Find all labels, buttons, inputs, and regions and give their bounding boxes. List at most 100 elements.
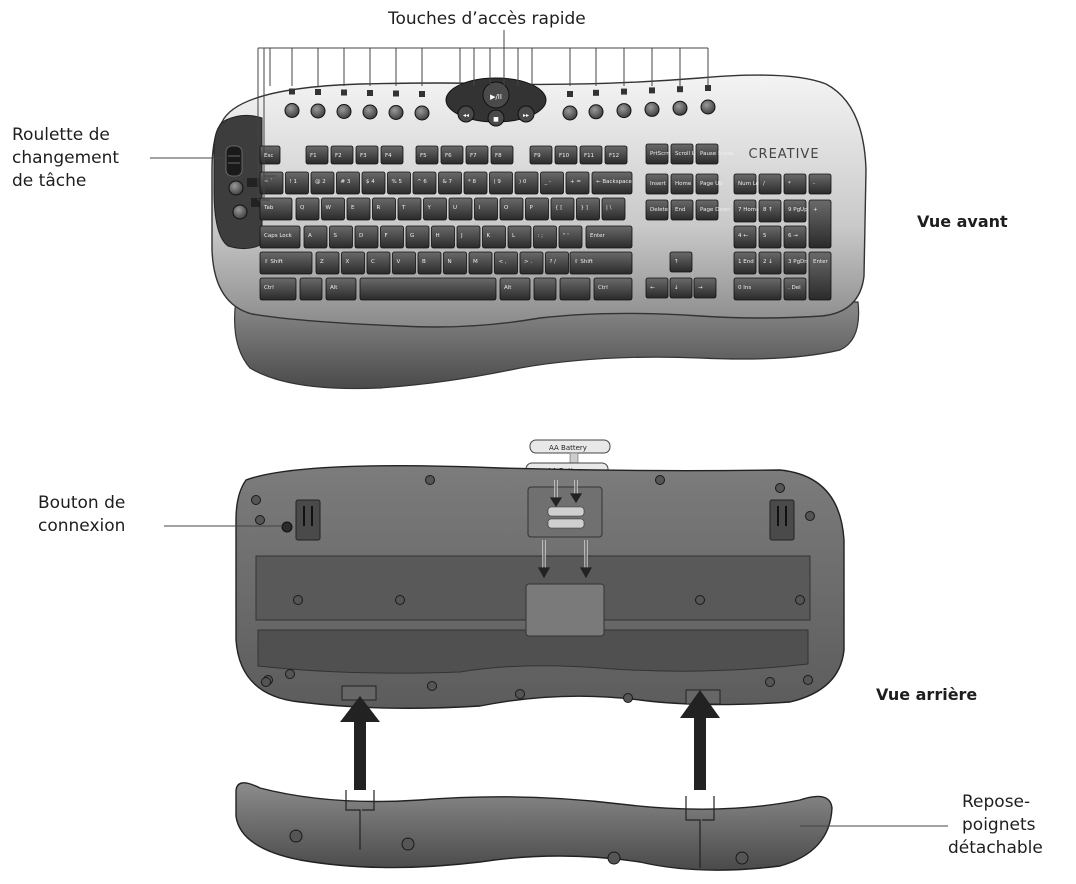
key-f7[interactable]: F7: [465, 145, 489, 165]
key-f4[interactable]: F4: [380, 145, 404, 165]
key-caps-lock[interactable]: Caps Lock: [259, 225, 301, 249]
key-numpad[interactable]: Num Lock: [733, 173, 766, 195]
key-shift-right[interactable]: ⇧ Shift: [569, 251, 633, 275]
key-letter[interactable]: ? /: [545, 251, 569, 275]
key-letter[interactable]: < ,: [494, 251, 518, 275]
key-numpad-enter[interactable]: Enter: [808, 251, 832, 301]
key-ctrl-right[interactable]: Ctrl: [593, 277, 633, 301]
key-ctrl-left[interactable]: Ctrl: [259, 277, 297, 301]
hotkey-button[interactable]: [562, 105, 578, 121]
key-f6[interactable]: F6: [440, 145, 464, 165]
key-numpad[interactable]: 2 ↓: [758, 251, 782, 275]
key-letter[interactable]: K: [482, 225, 506, 249]
key-number[interactable]: % 5: [387, 171, 411, 195]
key-nav[interactable]: Page Up: [695, 173, 723, 195]
key-number[interactable]: $ 4: [361, 171, 386, 195]
hotkey-button[interactable]: [310, 103, 326, 119]
key-numpad[interactable]: 8 ↑: [758, 199, 782, 223]
task-button-1[interactable]: [228, 180, 244, 196]
key-enter[interactable]: Enter: [585, 225, 633, 249]
task-switch-wheel[interactable]: [225, 145, 243, 177]
key-letter[interactable]: } ]: [576, 197, 600, 221]
key-sys[interactable]: Pause Break: [695, 143, 735, 165]
key-letter[interactable]: | \: [601, 197, 626, 221]
key-f12[interactable]: F12: [604, 145, 628, 165]
key-win-left[interactable]: [299, 277, 323, 301]
key-letter[interactable]: Y: [423, 197, 447, 221]
key-number[interactable]: ~ `: [259, 171, 284, 195]
key-letter[interactable]: U: [448, 197, 473, 221]
key-letter[interactable]: S: [329, 225, 353, 249]
hotkey-button[interactable]: [700, 99, 716, 115]
key-numpad[interactable]: 3 PgDn: [783, 251, 808, 275]
key-number[interactable]: # 3: [336, 171, 360, 195]
key-letter[interactable]: W: [321, 197, 345, 221]
key-numpad-dot[interactable]: . Del: [783, 277, 807, 301]
key-win-right[interactable]: [533, 277, 557, 301]
key-arrow-up[interactable]: ↑: [669, 251, 693, 273]
key-alt-right[interactable]: Alt: [499, 277, 531, 301]
hotkey-button[interactable]: [388, 105, 404, 120]
key-letter[interactable]: { [: [550, 197, 575, 221]
task-button-2[interactable]: [232, 204, 248, 220]
key-shift-left[interactable]: ⇧ Shift: [259, 251, 313, 275]
key-numpad[interactable]: -: [808, 173, 832, 195]
key-f5[interactable]: F5: [415, 145, 439, 165]
hotkey-button[interactable]: [672, 100, 688, 116]
key-arrow-left[interactable]: ←: [645, 277, 669, 299]
key-letter[interactable]: E: [346, 197, 371, 221]
key-number[interactable]: & 7: [438, 171, 462, 195]
key-numpad-plus[interactable]: +: [808, 199, 832, 249]
key-f8[interactable]: F8: [490, 145, 514, 165]
key-letter[interactable]: R: [372, 197, 396, 221]
key-nav[interactable]: Home: [670, 173, 694, 195]
hotkey-button[interactable]: [414, 105, 430, 121]
key-numpad[interactable]: 4 ←: [733, 225, 757, 249]
key-letter[interactable]: D: [354, 225, 379, 249]
key-letter[interactable]: X: [341, 251, 365, 275]
key-letter[interactable]: T: [397, 197, 422, 221]
key-space[interactable]: [359, 277, 497, 301]
key-f10[interactable]: F10: [554, 145, 578, 165]
key-number[interactable]: @ 2: [310, 171, 335, 195]
hotkey-button[interactable]: [588, 104, 604, 120]
key-letter[interactable]: P: [525, 197, 549, 221]
key-number[interactable]: + =: [565, 171, 590, 195]
key-sys[interactable]: Scroll Lock: [670, 143, 705, 165]
hotkey-button[interactable]: [616, 103, 632, 119]
key-letter[interactable]: H: [431, 225, 455, 249]
key-nav[interactable]: Insert: [645, 173, 669, 195]
key-f11[interactable]: F11: [579, 145, 603, 165]
key-f1[interactable]: F1: [305, 145, 329, 165]
key-f2[interactable]: F2: [330, 145, 354, 165]
key-letter[interactable]: A: [303, 225, 328, 249]
key-number[interactable]: ! 1: [285, 171, 309, 195]
key-number[interactable]: ^ 6: [412, 171, 437, 195]
hotkey-button[interactable]: [336, 104, 352, 119]
key-backspace[interactable]: ← Backspace: [591, 171, 632, 195]
key-number[interactable]: _ -: [540, 171, 564, 195]
key-letter[interactable]: L: [507, 225, 532, 249]
key-arrow-down[interactable]: ↓: [669, 277, 693, 299]
key-nav[interactable]: Page Down: [695, 199, 731, 221]
key-numpad[interactable]: /: [758, 173, 782, 195]
key-letter[interactable]: V: [392, 251, 416, 275]
key-letter[interactable]: I: [474, 197, 498, 221]
key-arrow-right[interactable]: →: [693, 277, 717, 299]
key-letter[interactable]: > .: [519, 251, 544, 275]
key-alt-left[interactable]: Alt: [325, 277, 357, 301]
hotkey-button[interactable]: [362, 104, 378, 120]
key-numpad[interactable]: 5: [758, 225, 782, 249]
key-number[interactable]: ( 9: [489, 171, 513, 195]
key-letter[interactable]: : ;: [533, 225, 557, 249]
key-letter[interactable]: C: [366, 251, 391, 275]
key-letter[interactable]: M: [468, 251, 493, 275]
key-numpad[interactable]: *: [783, 173, 807, 195]
key-letter[interactable]: O: [499, 197, 524, 221]
key-f3[interactable]: F3: [355, 145, 379, 165]
connect-button[interactable]: [281, 521, 293, 533]
key-numpad-0[interactable]: 0 Ins: [733, 277, 782, 301]
key-letter[interactable]: N: [443, 251, 467, 275]
key-numpad[interactable]: 1 End: [733, 251, 757, 275]
key-letter[interactable]: " ': [558, 225, 583, 249]
